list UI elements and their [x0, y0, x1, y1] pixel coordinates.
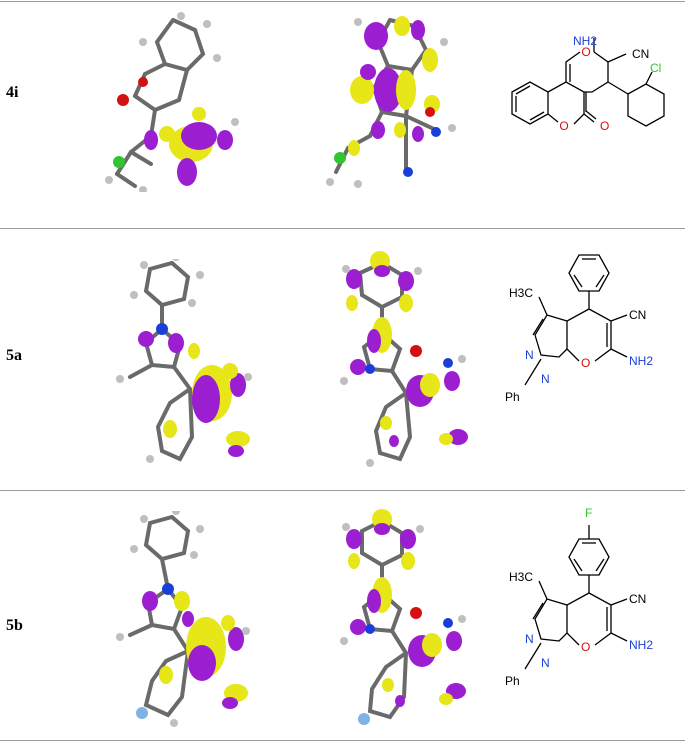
struct-5b-n2: N [525, 632, 534, 646]
struct-5b-h3c: H3C [509, 570, 533, 584]
table-bottom-rule [0, 740, 685, 741]
structure-4i: NH2 O CN Cl O O [511, 34, 665, 133]
struct-4i-o-lactone: O [559, 119, 568, 133]
struct-5a-n2: N [525, 348, 534, 362]
struct-5b-o: O [581, 640, 590, 654]
struct-4i-cn: CN [632, 47, 649, 61]
structure-5a: H3C CN N N O NH2 Ph [505, 254, 653, 404]
struct-4i-o-carbonyl: O [600, 119, 609, 133]
orbital-render-5a-homo [116, 259, 252, 463]
struct-5b-f: F [585, 506, 592, 520]
struct-4i-nh2: NH2 [573, 34, 597, 48]
orbital-render-5a-lumo [340, 251, 468, 467]
struct-5a-ph: Ph [505, 390, 520, 404]
orbital-render-4i-lumo [326, 16, 456, 188]
struct-5b-cn: CN [629, 592, 646, 606]
compound-label-5a: 5a [6, 347, 22, 364]
struct-5b-nh2: NH2 [629, 638, 653, 652]
struct-5a-cn: CN [629, 308, 646, 322]
orbital-render-4i-homo [105, 12, 239, 192]
row-5a: 5a [0, 229, 685, 489]
table-top-rule [0, 1, 685, 2]
struct-5b-n1: N [541, 656, 550, 670]
row-5b: 5b [0, 491, 685, 739]
struct-4i-cl: Cl [650, 61, 661, 75]
row-4i: 4i [0, 2, 685, 228]
struct-5a-nh2: NH2 [629, 354, 653, 368]
struct-5a-h3c: H3C [509, 286, 533, 300]
row-divider-1 [0, 228, 685, 229]
structure-5b: F H3C CN N N O NH2 Ph [505, 506, 653, 688]
orbital-render-5b-homo [116, 511, 250, 727]
row-divider-2 [0, 490, 685, 491]
compound-label-4i: 4i [6, 84, 19, 101]
struct-4i-o-ring: O [581, 45, 590, 59]
orbital-render-5b-lumo [340, 509, 466, 725]
struct-5a-n1: N [541, 372, 550, 386]
compound-label-5b: 5b [6, 617, 23, 634]
struct-5b-ph: Ph [505, 674, 520, 688]
struct-5a-o: O [581, 356, 590, 370]
